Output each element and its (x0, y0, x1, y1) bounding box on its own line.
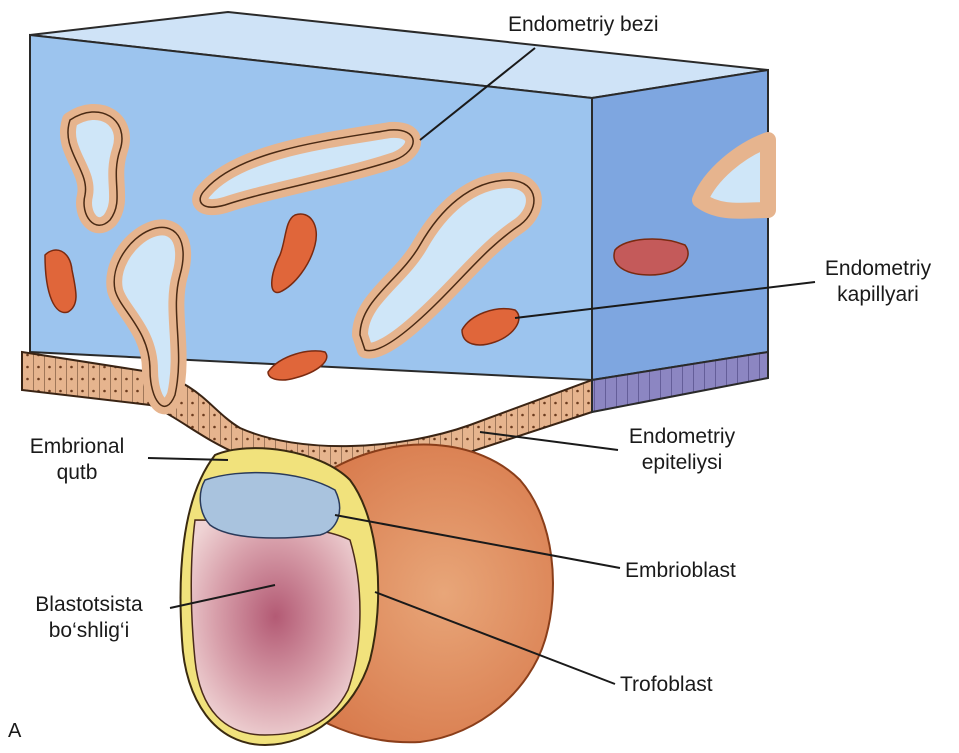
label-blastocyst-cavity-line1: Blastotsista (14, 592, 164, 618)
label-endometrial-epithelium: Endometriy epiteliysi (622, 424, 742, 476)
label-endometrial-capillaries-line1: Endometriy (818, 256, 938, 282)
label-endometrial-epithelium-line1: Endometriy (622, 424, 742, 450)
embryoblast (200, 473, 339, 538)
blastocyst-cavity (191, 520, 360, 735)
label-embryoblast: Embrioblast (625, 558, 736, 584)
label-endometrial-gland: Endometriy bezi (508, 12, 659, 38)
capillary-5 (614, 239, 688, 275)
label-endometrial-epithelium-line2: epiteliysi (622, 450, 742, 476)
label-embryonic-pole: Embrional qutb (12, 434, 142, 486)
label-blastocyst-cavity: Blastotsista bo‘shlig‘i (14, 592, 164, 644)
label-endometrial-capillaries-line2: kapillyari (818, 282, 938, 308)
panel-letter: A (8, 718, 21, 744)
label-embryonic-pole-line1: Embrional (12, 434, 142, 460)
label-embryonic-pole-line2: qutb (12, 460, 142, 486)
blastocyst (181, 445, 553, 745)
label-endometrial-capillaries: Endometriy kapillyari (818, 256, 938, 308)
label-blastocyst-cavity-line2: bo‘shlig‘i (14, 618, 164, 644)
label-trophoblast: Trofoblast (620, 672, 713, 698)
block-side-face (592, 70, 768, 380)
